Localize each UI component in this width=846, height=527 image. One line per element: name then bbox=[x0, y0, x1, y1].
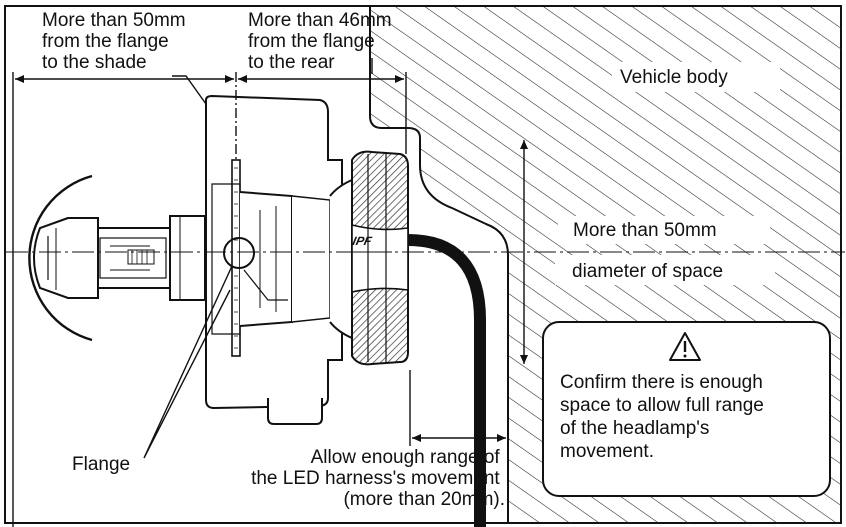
vehicle-body-label: Vehicle body bbox=[620, 67, 728, 88]
space-diameter-label-1: More than 50mm bbox=[573, 220, 717, 241]
flange-label: Flange bbox=[72, 454, 130, 475]
shade bbox=[28, 174, 93, 342]
flange-leader bbox=[143, 265, 233, 459]
flange-marker bbox=[223, 237, 255, 269]
caution-box bbox=[542, 321, 831, 497]
space-diameter-label-2: diameter of space bbox=[572, 261, 723, 282]
caution-text: Confirm there is enough space to allow f… bbox=[560, 372, 769, 462]
warning-triangle-icon bbox=[669, 332, 701, 361]
harness-dimension bbox=[409, 370, 506, 446]
rear-dimension-label: More than 46mm from the flange to the re… bbox=[248, 10, 397, 73]
rear-dimension bbox=[238, 72, 407, 154]
harness-label: Allow enough range of the LED harness's … bbox=[251, 447, 505, 510]
shade-dimension bbox=[12, 72, 237, 527]
flange-plate bbox=[231, 159, 241, 357]
led-harness bbox=[407, 234, 486, 527]
bulb-glass bbox=[33, 217, 99, 299]
shade-dimension-label: More than 50mm from the flange to the sh… bbox=[42, 10, 191, 73]
shade-leader bbox=[172, 75, 207, 105]
svg-text:IPF: IPF bbox=[351, 234, 373, 248]
